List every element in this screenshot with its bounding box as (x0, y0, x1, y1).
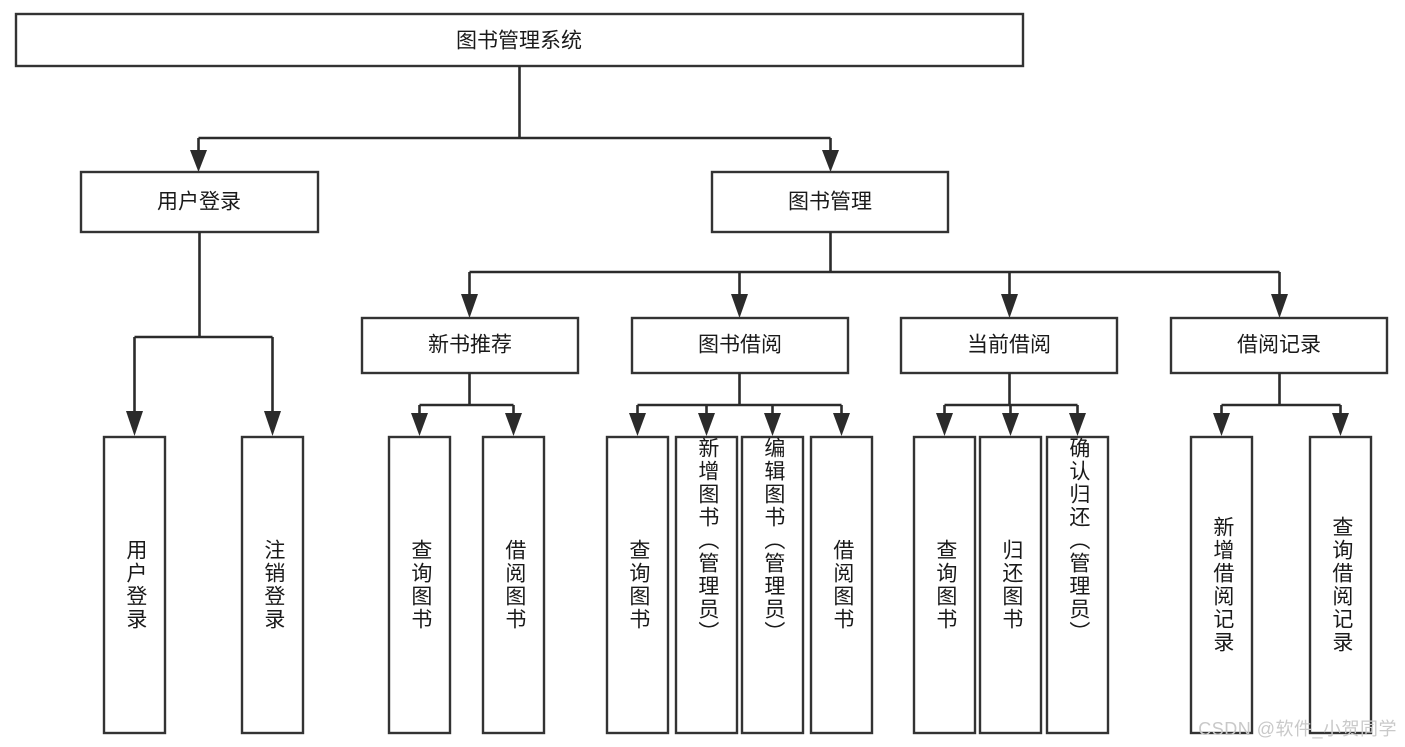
node-book-borrow[interactable]: 图书借阅 (630, 316, 850, 375)
arrow-head-current-borrow-leaf-3 (1069, 413, 1086, 436)
arrow-head-user-login-leaf-2 (264, 411, 281, 436)
node-root-system[interactable]: 图书管理系统 (14, 12, 1025, 68)
node-book-manage-label: 图书管理 (788, 191, 872, 214)
node-new-book-recommend-label: 新书推荐 (428, 334, 512, 357)
node-borrow-record-label: 借阅记录 (1237, 334, 1321, 357)
leaf-box-borrow-record-1[interactable] (1189, 435, 1254, 735)
arrow-head-to-book-manage (822, 150, 839, 172)
node-book-borrow-box[interactable] (630, 316, 850, 375)
leaf-box-user-login-2[interactable] (240, 435, 305, 735)
arrow-head-book-borrow-leaf-4 (833, 413, 850, 436)
arrow-head-current-borrow-leaf-2 (1002, 413, 1019, 436)
node-current-borrow[interactable]: 当前借阅 (899, 316, 1119, 375)
leaf-box-current-borrow-3[interactable] (1045, 435, 1110, 735)
arrow-head-book-borrow-leaf-2 (698, 413, 715, 436)
arrow-head-new-book-leaf-1 (411, 413, 428, 436)
node-book-manage-box[interactable] (710, 170, 950, 234)
arrow-head-to-new-book (461, 294, 478, 318)
arrow-head-new-book-leaf-2 (505, 413, 522, 436)
arrow-head-to-book-borrow (731, 294, 748, 318)
arrow-head-user-login-leaf-1 (126, 411, 143, 436)
arrow-head-current-borrow-leaf-1 (936, 413, 953, 436)
node-borrow-record-box[interactable] (1169, 316, 1389, 375)
leaf-box-new-book-2[interactable] (481, 435, 546, 735)
arrow-head-to-current-borrow (1001, 294, 1018, 318)
arrow-head-book-borrow-leaf-3 (764, 413, 781, 436)
node-book-manage[interactable]: 图书管理 (710, 170, 950, 234)
node-user-login[interactable]: 用户登录 (79, 170, 320, 234)
arrow-head-to-user-login (190, 150, 207, 172)
leaf-box-borrow-record-2[interactable] (1308, 435, 1373, 735)
arrow-head-borrow-record-leaf-1 (1213, 413, 1230, 436)
leaf-box-book-borrow-3[interactable] (740, 435, 805, 735)
node-borrow-record[interactable]: 借阅记录 (1169, 316, 1389, 375)
node-root-system-box[interactable] (14, 12, 1025, 68)
node-current-borrow-label: 当前借阅 (967, 334, 1051, 357)
leaf-box-current-borrow-2[interactable] (978, 435, 1043, 735)
node-current-borrow-box[interactable] (899, 316, 1119, 375)
leaf-box-new-book-1[interactable] (387, 435, 452, 735)
node-book-borrow-label: 图书借阅 (698, 334, 782, 357)
leaf-box-book-borrow-4[interactable] (809, 435, 874, 735)
arrow-head-to-borrow-record (1271, 294, 1288, 318)
arrow-head-borrow-record-leaf-2 (1332, 413, 1349, 436)
leaf-box-user-login-1[interactable] (102, 435, 167, 735)
leaf-box-current-borrow-1[interactable] (912, 435, 977, 735)
node-user-login-label: 用户登录 (157, 191, 241, 214)
arrow-head-book-borrow-leaf-1 (629, 413, 646, 436)
leaf-box-book-borrow-2[interactable] (674, 435, 739, 735)
node-new-book-recommend-box[interactable] (360, 316, 580, 375)
node-root-system-label: 图书管理系统 (456, 30, 582, 53)
leaf-box-book-borrow-1[interactable] (605, 435, 670, 735)
node-new-book-recommend[interactable]: 新书推荐 (360, 316, 580, 375)
